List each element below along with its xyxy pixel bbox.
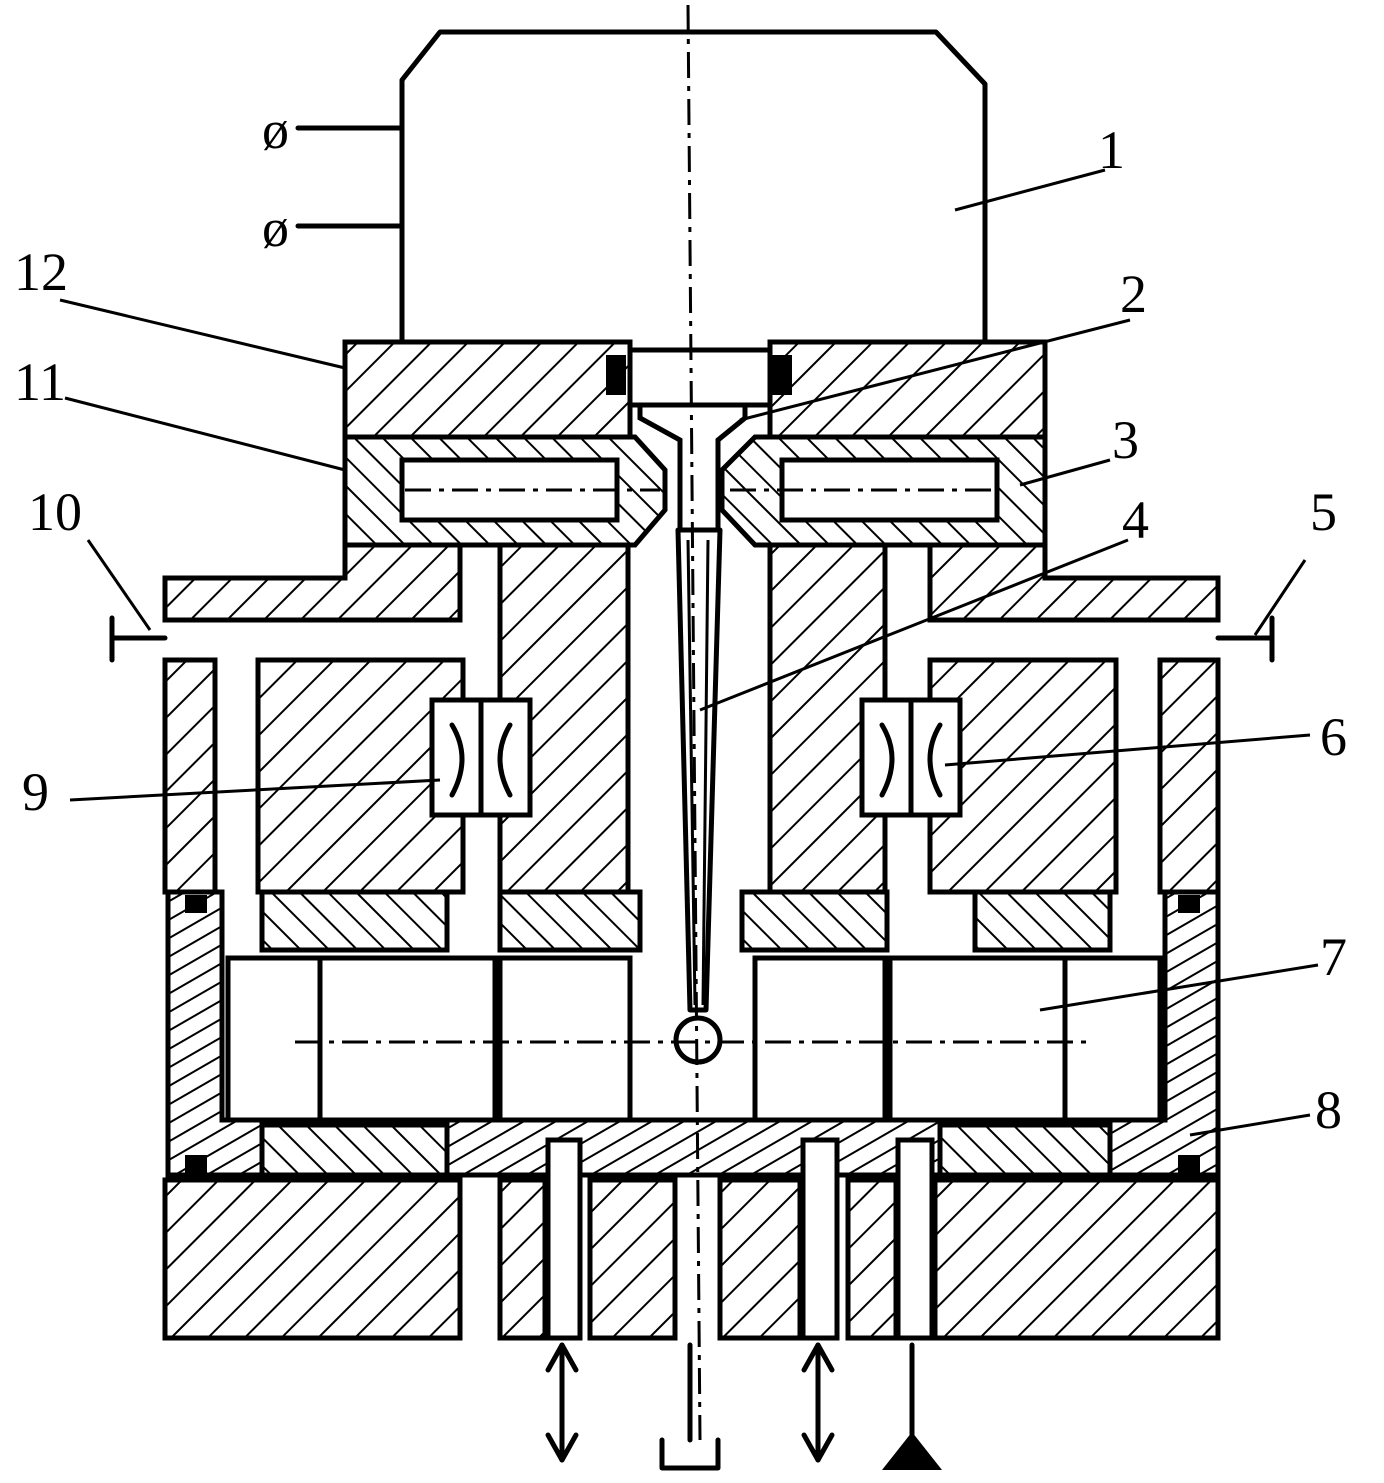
terminal-symbol-top: ø <box>262 100 289 160</box>
label-7: 7 <box>1320 927 1347 987</box>
fixed-orifice-left <box>429 697 533 818</box>
nozzle-block <box>342 434 1048 548</box>
label-11: 11 <box>14 352 66 412</box>
terminal-symbol-bottom: ø <box>262 198 289 258</box>
port-b <box>801 1342 835 1463</box>
adjust-screw-right <box>1215 615 1275 663</box>
valve-body-base <box>162 1137 1221 1341</box>
port-a <box>545 1342 579 1463</box>
fixed-orifice-right <box>859 697 963 818</box>
center-axis <box>686 4 702 1441</box>
electrical-terminals: ø ø <box>262 100 405 258</box>
torque-motor-housing <box>399 29 988 348</box>
valve-body-middle <box>165 889 1221 1178</box>
main-spool <box>225 955 1163 1123</box>
label-9: 9 <box>22 762 49 822</box>
label-12: 12 <box>14 242 68 302</box>
adjust-screw-left <box>109 615 168 663</box>
label-8: 8 <box>1315 1080 1342 1140</box>
label-3: 3 <box>1112 410 1139 470</box>
label-2: 2 <box>1120 264 1147 324</box>
label-6: 6 <box>1320 707 1347 767</box>
part-labels: 1 2 3 4 5 6 7 8 9 10 11 12 <box>14 120 1347 1140</box>
pressure-port <box>882 1342 942 1470</box>
leader-lines <box>59 168 1319 1137</box>
return-port <box>659 1342 721 1471</box>
label-1: 1 <box>1098 120 1125 180</box>
label-10: 10 <box>28 482 82 542</box>
flapper-and-feedback-rod <box>637 402 748 1065</box>
label-4: 4 <box>1122 490 1149 550</box>
valve-body-upper <box>162 542 1221 895</box>
label-5: 5 <box>1310 482 1337 542</box>
cover-plate <box>342 339 1048 440</box>
